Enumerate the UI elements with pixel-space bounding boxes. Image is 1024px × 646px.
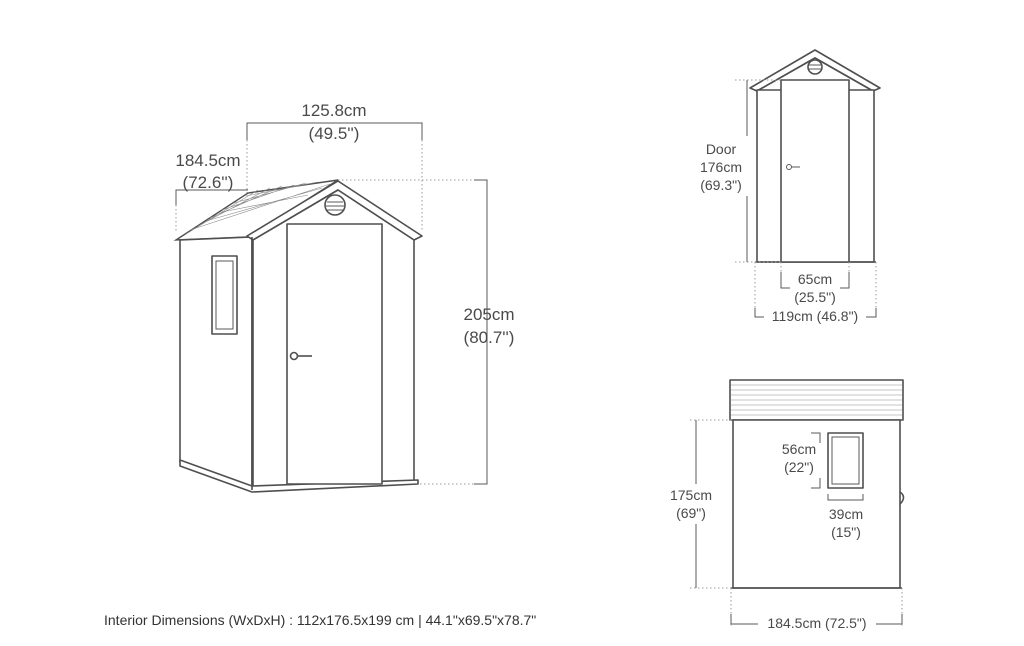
front-view: Door 176cm (69.3") 65cm (25.5") 119cm (4…: [700, 49, 881, 324]
window-width-cm-label: 39cm: [829, 506, 863, 522]
width-in-label: (49.5''): [309, 124, 360, 143]
width-cm-label: 125.8cm: [301, 101, 366, 120]
side-length-label: 184.5cm (72.5"): [767, 615, 866, 631]
vent-icon: [324, 194, 346, 216]
door-label: Door: [706, 141, 737, 157]
window-width-in-label: (15"): [831, 524, 861, 540]
width-dimension-line: [246, 122, 423, 140]
interior-dimensions-note: Interior Dimensions (WxDxH) : 112x176.5x…: [104, 612, 537, 628]
side-view-window: [827, 432, 864, 489]
side-view-wall: [732, 419, 901, 589]
depth-in-label: (72.6''): [183, 173, 234, 192]
door-height-in-label: (69.3"): [700, 177, 742, 193]
window-height-in-label: (22"): [784, 459, 814, 475]
perspective-view: 125.8cm (49.5'') 184.5cm (72.6'') 205cm …: [173, 101, 515, 493]
side-view: 56cm (22") 39cm (15") 175cm (69") 184.5c…: [670, 379, 905, 631]
height-dimension-line: [474, 179, 488, 485]
height-in-label: (80.7''): [464, 328, 515, 347]
total-width-label: 119cm (46.8"): [772, 308, 858, 324]
window-height-cm-label: 56cm: [782, 441, 816, 457]
shed-door: [286, 223, 383, 485]
height-cm-label: 205cm: [463, 305, 514, 324]
door-height-cm-label: 176cm: [700, 159, 742, 175]
depth-dimension-line: [175, 189, 248, 205]
door-handle-icon: [289, 351, 299, 361]
front-view-door: [780, 79, 850, 263]
wall-height-cm-label: 175cm: [670, 487, 712, 503]
wall-height-in-label: (69"): [676, 505, 706, 521]
door-width-cm-label: 65cm: [798, 271, 832, 287]
depth-cm-label: 184.5cm: [175, 151, 240, 170]
door-width-in-label: (25.5"): [794, 289, 836, 305]
front-view-vent-icon: [807, 59, 823, 75]
